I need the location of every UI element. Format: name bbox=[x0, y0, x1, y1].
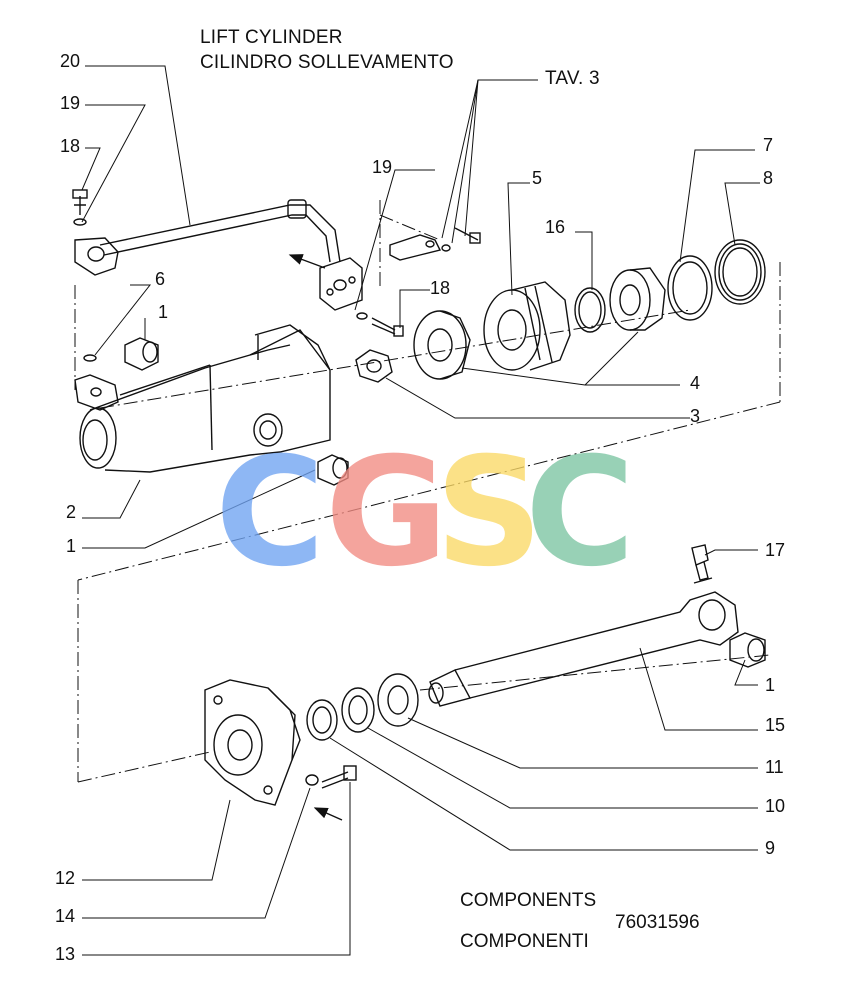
callout-11: 11 bbox=[765, 757, 784, 777]
piston-5 bbox=[483, 281, 571, 371]
nut bbox=[355, 349, 393, 383]
callout-19-mid: 19 bbox=[372, 157, 393, 177]
footer-part-code: 76031596 bbox=[615, 912, 700, 933]
callout-5: 5 bbox=[532, 168, 543, 188]
assembly-axis-lines bbox=[74, 200, 781, 783]
callout-19-left: 19 bbox=[60, 93, 81, 113]
callout-2: 2 bbox=[66, 502, 77, 522]
direction-arrow-icon bbox=[313, 807, 343, 821]
callout-15: 15 bbox=[765, 715, 786, 735]
ring-10 bbox=[341, 687, 375, 733]
watermark-letter-c2: C bbox=[525, 426, 636, 600]
callout-1-top: 1 bbox=[158, 302, 169, 322]
direction-arrow-icon bbox=[288, 254, 326, 269]
title-italian: CILINDRO SOLLEVAMENTO bbox=[200, 52, 454, 73]
piston-guide-4b bbox=[609, 267, 666, 331]
callout-4: 4 bbox=[690, 373, 701, 393]
callout-18-mid: 18 bbox=[430, 278, 451, 298]
ring-7 bbox=[667, 255, 713, 321]
callout-6: 6 bbox=[155, 269, 166, 289]
watermark-letter-c1: C bbox=[215, 426, 326, 600]
callout-1-bottom: 1 bbox=[765, 675, 776, 695]
seal-11 bbox=[377, 673, 419, 727]
cylinder-head bbox=[204, 679, 301, 806]
callout-16: 16 bbox=[545, 217, 566, 237]
bushing bbox=[124, 337, 349, 486]
callout-1-mid: 1 bbox=[66, 536, 77, 556]
cylinder-barrel bbox=[74, 324, 331, 473]
ring-9 bbox=[306, 699, 338, 741]
callout-13: 13 bbox=[55, 944, 76, 964]
watermark-letter-s: S bbox=[435, 426, 544, 600]
footer-components-english: COMPONENTS bbox=[460, 890, 597, 911]
callout-10: 10 bbox=[765, 796, 786, 816]
reference-table: TAV. 3 bbox=[545, 68, 600, 89]
seal-8 bbox=[714, 239, 766, 305]
callout-20: 20 bbox=[60, 51, 81, 71]
callout-7: 7 bbox=[763, 135, 774, 155]
piston-guide-4a bbox=[413, 310, 471, 380]
hydraulic-pipe bbox=[72, 189, 341, 276]
grease-nipple bbox=[691, 544, 713, 584]
head-bolt bbox=[305, 765, 357, 789]
footer-components-italian: COMPONENTI bbox=[460, 931, 589, 952]
callout-8: 8 bbox=[763, 168, 774, 188]
oring-16 bbox=[574, 287, 606, 333]
leader-lines bbox=[81, 65, 760, 956]
piston-rod bbox=[428, 591, 739, 707]
callout-3: 3 bbox=[690, 406, 701, 426]
watermark-letter-g: G bbox=[325, 426, 449, 600]
bushing-lower bbox=[729, 632, 766, 668]
callout-9: 9 bbox=[765, 838, 776, 858]
pipe-block bbox=[319, 257, 363, 311]
callout-12: 12 bbox=[55, 868, 76, 888]
callout-14: 14 bbox=[55, 906, 76, 926]
bracket bbox=[356, 227, 481, 337]
callout-17: 17 bbox=[765, 540, 786, 560]
title-english: LIFT CYLINDER bbox=[200, 27, 343, 48]
callout-18-left: 18 bbox=[60, 136, 81, 156]
